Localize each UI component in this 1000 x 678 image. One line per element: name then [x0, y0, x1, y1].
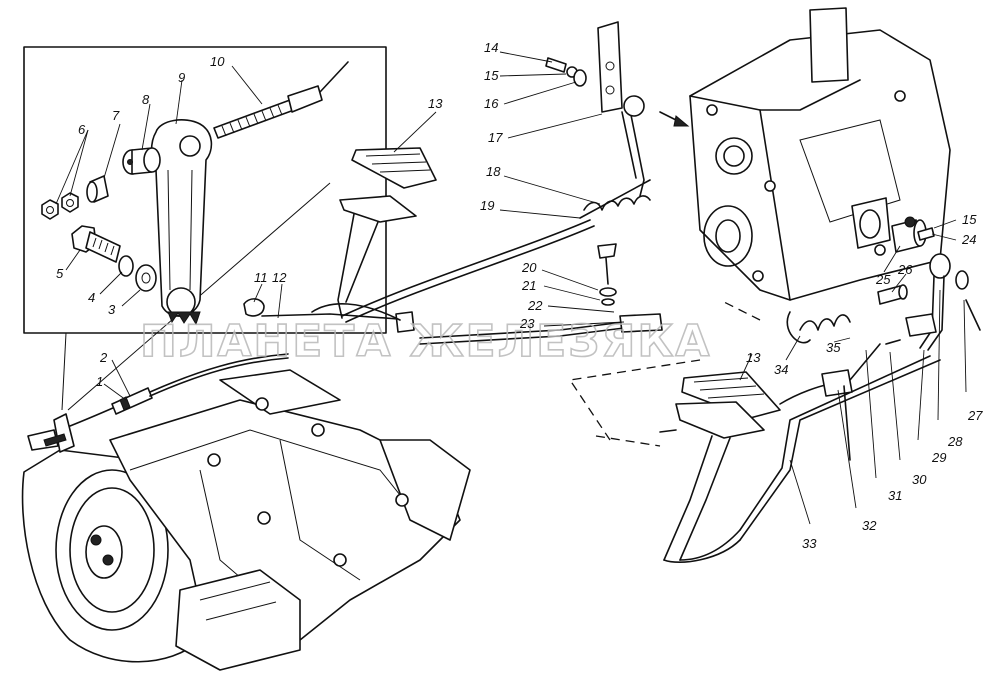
adjusting-bolt [71, 225, 121, 263]
callout-8: 8 [142, 92, 150, 107]
assembly-arrow [659, 111, 690, 127]
callout-17: 17 [488, 130, 503, 145]
callout-26: 26 [897, 262, 913, 277]
callout-7: 7 [112, 108, 120, 123]
callout-15-top: 15 [484, 68, 499, 83]
callout-28: 28 [947, 434, 963, 449]
callout-4: 4 [88, 290, 95, 305]
callout-labels: 1 2 3 4 5 6 7 8 9 10 11 12 13 13 14 15 1… [56, 40, 983, 551]
callout-32: 32 [862, 518, 877, 533]
spring-bracket [786, 284, 908, 344]
callout-3: 3 [108, 302, 116, 317]
callout-21: 21 [521, 278, 536, 293]
callout-35: 35 [826, 340, 841, 355]
callout-10: 10 [210, 54, 225, 69]
return-spring [579, 21, 651, 219]
callout-19: 19 [480, 198, 494, 213]
detail-inset [23, 46, 387, 411]
nuts [41, 192, 79, 220]
bolt-stack-center [597, 243, 617, 306]
callout-15-right: 15 [962, 212, 977, 227]
clutch-lever [150, 119, 213, 326]
threaded-rod [213, 61, 349, 139]
callout-5: 5 [56, 266, 64, 281]
callout-11: 11 [254, 270, 268, 285]
callout-1: 1 [96, 374, 103, 389]
callout-30: 30 [912, 472, 927, 487]
callout-18: 18 [486, 164, 501, 179]
callout-22: 22 [527, 298, 543, 313]
callout-6: 6 [78, 122, 86, 137]
callout-34: 34 [774, 362, 788, 377]
lever-pin [122, 147, 161, 175]
callout-27: 27 [967, 408, 983, 423]
callout-2: 2 [99, 350, 108, 365]
callout-29: 29 [931, 450, 946, 465]
pedal-assembly-right [659, 339, 941, 563]
washer-4 [118, 255, 134, 277]
callout-33: 33 [802, 536, 817, 551]
callout-23: 23 [519, 316, 535, 331]
dashed-connection [568, 299, 761, 447]
callout-16: 16 [484, 96, 499, 111]
bushing [86, 175, 109, 203]
callout-20: 20 [521, 260, 537, 275]
release-fork-lever [27, 413, 75, 453]
callout-14: 14 [484, 40, 498, 55]
callout-9: 9 [178, 70, 185, 85]
bolt-washer-set [545, 57, 587, 87]
clutch-lever-right [905, 253, 981, 351]
gearbox-left [21, 369, 471, 671]
gearbox-right [689, 7, 951, 301]
callout-13-right: 13 [746, 350, 761, 365]
callout-25: 25 [875, 272, 891, 287]
clutch-cable [69, 353, 289, 427]
inset-frame [23, 46, 387, 334]
clutch-shaft [891, 216, 935, 253]
callout-12: 12 [272, 270, 287, 285]
leader-lines [55, 51, 967, 525]
callout-24: 24 [961, 232, 976, 247]
callout-13-left: 13 [428, 96, 443, 111]
washer-3 [135, 264, 157, 292]
pedal-assembly-left [243, 147, 663, 345]
callout-31: 31 [888, 488, 902, 503]
watermark-text: ПЛАНЕТА ЖЕЛЕЗЯКА [140, 316, 711, 367]
inset-pointer-line [61, 332, 67, 411]
